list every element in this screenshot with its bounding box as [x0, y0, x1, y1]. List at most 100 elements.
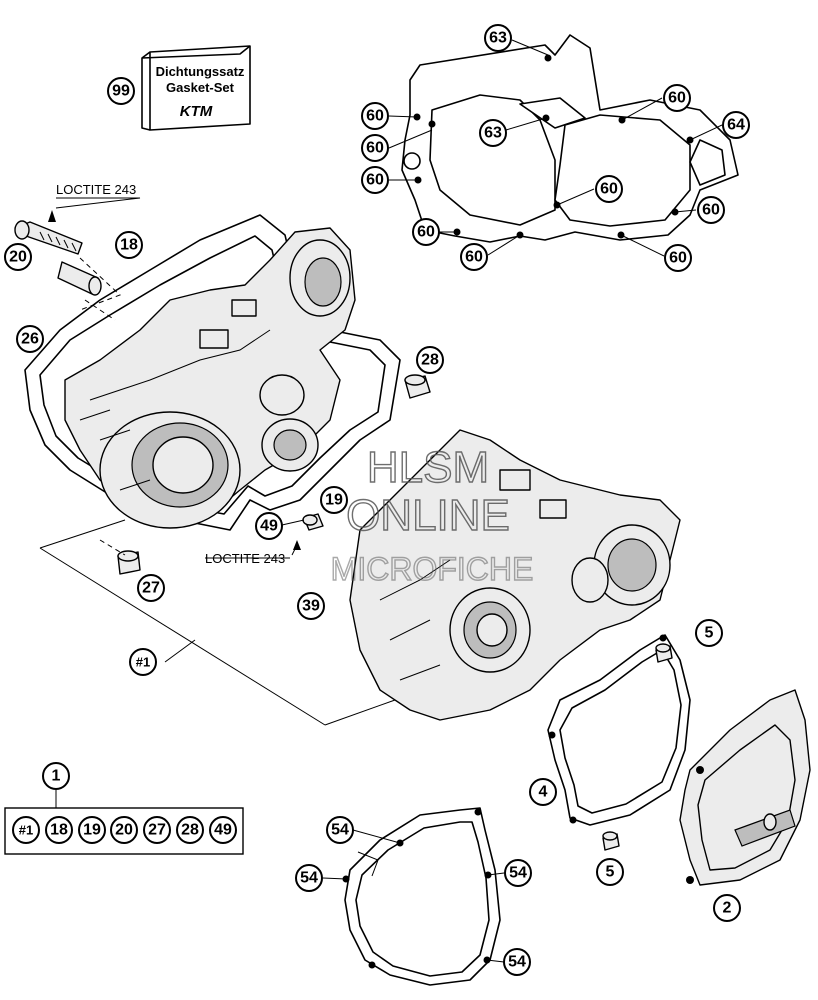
callout-60-i: 60	[664, 244, 692, 272]
svg-text:63: 63	[484, 125, 502, 142]
svg-text:60: 60	[417, 224, 435, 241]
callout-60-e: 60	[460, 243, 488, 271]
svg-text:60: 60	[668, 90, 686, 107]
callout-60-b: 60	[361, 134, 389, 162]
watermark-line-3: MICROFICHE	[331, 551, 534, 587]
callout-2: 2	[713, 894, 741, 922]
callout-20: 20	[4, 243, 32, 271]
callout-26: 26	[16, 325, 44, 353]
screw-19	[293, 513, 324, 550]
svg-text:1: 1	[52, 768, 61, 785]
callout-60-g: 60	[595, 175, 623, 203]
svg-text:20: 20	[9, 249, 27, 266]
kit-item-18: 18	[45, 816, 73, 844]
svg-text:60: 60	[600, 181, 618, 198]
ignition-cover-gasket	[547, 634, 691, 826]
svg-text:19: 19	[325, 492, 343, 509]
loctite-label-upper: LOCTITE 243	[56, 182, 136, 197]
svg-text:60: 60	[366, 172, 384, 189]
callout-28: 28	[416, 346, 444, 374]
ignition-cover	[679, 689, 811, 886]
svg-text:54: 54	[508, 954, 526, 971]
svg-text:60: 60	[702, 202, 720, 219]
kit-item-19: 19	[78, 816, 106, 844]
svg-text:60: 60	[366, 108, 384, 125]
svg-text:26: 26	[21, 331, 39, 348]
callout-60-a: 60	[361, 102, 389, 130]
loctite-label-lower: LOCTITE 243	[205, 551, 285, 566]
gasket-set-label-de: Dichtungssatz	[156, 64, 245, 79]
callout-60-f: 60	[663, 84, 691, 112]
callout-54-c: 54	[504, 859, 532, 887]
callout-4: 4	[529, 778, 557, 806]
crankcase-assembly-bracket	[39, 519, 396, 726]
svg-text:60: 60	[465, 249, 483, 266]
screw-and-bushing	[14, 210, 121, 321]
callout-54-d: 54	[503, 948, 531, 976]
svg-text:20: 20	[115, 822, 133, 839]
gasket-set-box: Dichtungssatz Gasket-Set KTM	[141, 45, 251, 131]
callout-60-d: 60	[412, 218, 440, 246]
svg-text:27: 27	[142, 580, 160, 597]
callout-99: 99	[107, 77, 135, 105]
svg-text:28: 28	[181, 822, 199, 839]
ktm-logo: KTM	[180, 103, 213, 120]
dowel-sleeve-27	[99, 539, 141, 575]
callout-60-c: 60	[361, 166, 389, 194]
svg-text:27: 27	[148, 822, 166, 839]
callout-39: 39	[297, 592, 325, 620]
svg-text:19: 19	[83, 822, 101, 839]
svg-text:60: 60	[669, 250, 687, 267]
callout-18: 18	[115, 231, 143, 259]
svg-text:#1: #1	[19, 823, 33, 838]
callout-54-b: 54	[295, 864, 323, 892]
svg-text:64: 64	[727, 117, 745, 134]
crankcase-half-right	[349, 429, 681, 721]
kit-item-hash-1: #1	[12, 816, 40, 844]
svg-text:60: 60	[366, 140, 384, 157]
svg-text:49: 49	[214, 822, 232, 839]
svg-text:5: 5	[606, 864, 615, 881]
watermark-line-1: HLSM	[367, 443, 489, 492]
gasket-set-label-en: Gasket-Set	[166, 80, 235, 95]
callout-64: 64	[722, 111, 750, 139]
crankcase-half-left	[64, 227, 356, 529]
callout-54-a: 54	[326, 816, 354, 844]
svg-text:2: 2	[723, 900, 732, 917]
dowel-5-upper	[655, 643, 673, 663]
svg-text:63: 63	[489, 30, 507, 47]
callout-19: 19	[320, 486, 348, 514]
kit-item-28: 28	[176, 816, 204, 844]
callout-27: 27	[137, 574, 165, 602]
svg-text:18: 18	[50, 822, 68, 839]
svg-text:49: 49	[260, 518, 278, 535]
callout-5-lower: 5	[596, 858, 624, 886]
svg-text:28: 28	[421, 352, 439, 369]
kit-item-49: 49	[209, 816, 237, 844]
watermark-line-2: ONLINE	[346, 491, 510, 540]
callout-63-top: 63	[484, 24, 512, 52]
callout-63-mid: 63	[479, 119, 507, 147]
leader-lines	[55, 39, 723, 963]
svg-text:#1: #1	[136, 655, 150, 670]
callout-1: 1	[42, 762, 70, 790]
crankcase-gasket-top	[401, 34, 739, 243]
callout-49: 49	[255, 512, 283, 540]
svg-text:54: 54	[331, 822, 349, 839]
dowel-5-lower	[602, 831, 620, 851]
kit-item-27: 27	[143, 816, 171, 844]
svg-text:39: 39	[302, 598, 320, 615]
svg-text:99: 99	[112, 83, 130, 100]
callout-60-h: 60	[697, 196, 725, 224]
svg-text:5: 5	[705, 625, 714, 642]
watermark: HLSM ONLINE MICROFICHE	[330, 442, 534, 587]
svg-text:54: 54	[509, 865, 527, 882]
callout-hash-1: #1	[129, 648, 157, 676]
svg-text:18: 18	[120, 237, 138, 254]
kit-item-20: 20	[110, 816, 138, 844]
callout-5-upper: 5	[695, 619, 723, 647]
svg-text:54: 54	[300, 870, 318, 887]
svg-text:4: 4	[539, 784, 548, 801]
clutch-cover-gasket	[342, 807, 501, 986]
